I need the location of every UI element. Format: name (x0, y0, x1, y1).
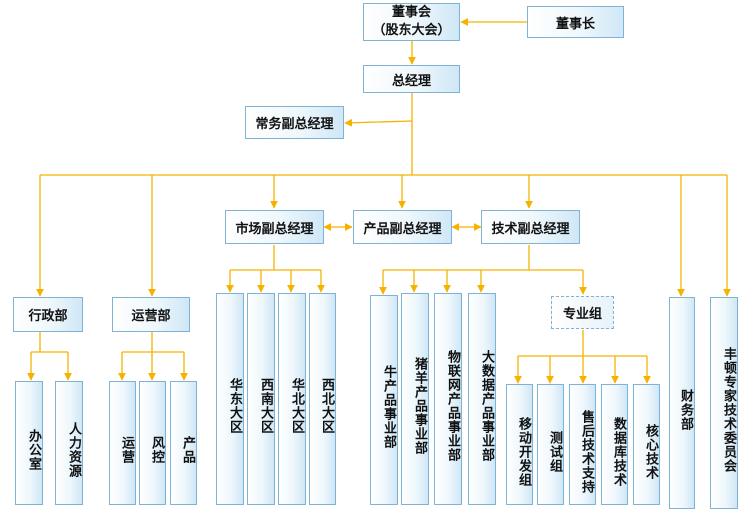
region-northwest-box: 西北大区 (309, 293, 336, 505)
bigdata-division-box: 大数据产品事业部 (468, 293, 496, 505)
tech-vp-box: 技术副总经理 (481, 210, 580, 244)
product-vp-box: 产品副总经理 (353, 210, 452, 244)
ops-dept-box: 运营部 (112, 297, 190, 332)
pig-sheep-division-box: 猪羊产品事业部 (401, 293, 429, 505)
database-tech-box: 数据库技术 (601, 384, 628, 505)
admin-dept-box: 行政部 (13, 297, 83, 332)
region-southwest-box: 西南大区 (247, 293, 275, 505)
region-north-box: 华北大区 (278, 293, 306, 505)
after-sales-support-box: 售后技术支持 (569, 384, 596, 505)
exec-vp-box: 常务副总经理 (245, 106, 344, 139)
iot-division-box: 物联网产品事业部 (434, 293, 462, 505)
expert-committee-box: 丰顿专家技术委员会 (710, 297, 738, 509)
chairman-box: 董事长 (527, 6, 624, 38)
region-east-box: 华东大区 (216, 293, 244, 505)
hr-box: 人力资源 (55, 381, 83, 505)
mobile-dev-group-box: 移动开发组 (506, 384, 533, 505)
office-box: 办公室 (15, 381, 43, 505)
ceo-box: 总经理 (363, 65, 460, 93)
ops-product-box: 产品 (170, 381, 197, 505)
expert-group-box: 专业组 (551, 296, 614, 329)
test-group-box: 测试组 (537, 384, 564, 505)
ops-operation-box: 运营 (109, 381, 136, 505)
board-box: 董事会 （股东大会） (363, 3, 460, 41)
core-tech-box: 核心技术 (633, 384, 660, 505)
finance-dept-box: 财务部 (669, 297, 695, 509)
cattle-division-box: 牛产品事业部 (370, 295, 398, 505)
market-vp-box: 市场副总经理 (225, 210, 324, 244)
ops-risk-box: 风控 (139, 381, 166, 505)
